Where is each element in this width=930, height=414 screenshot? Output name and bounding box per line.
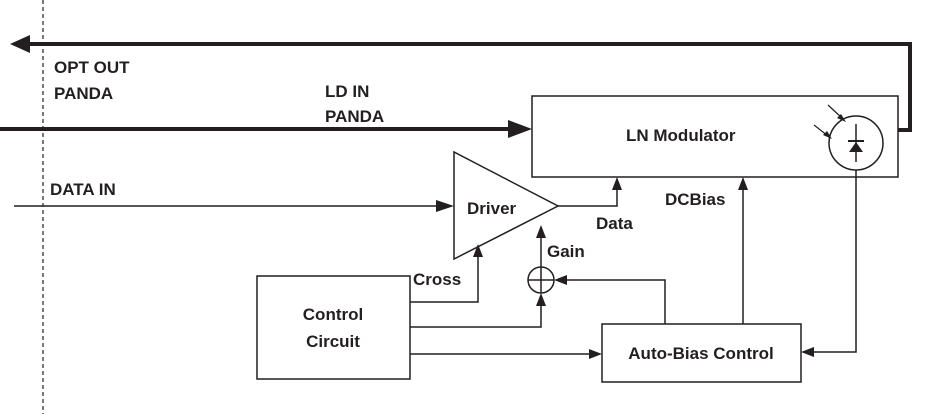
gain-label: Gain [547, 242, 585, 261]
detector-feedback-arrowhead [801, 347, 814, 357]
dcbias-arrowhead [738, 177, 748, 190]
dcbias-label: DCBias [665, 190, 725, 209]
opt-out-label: OPT OUT [54, 58, 130, 77]
summing-junction-icon [527, 266, 555, 294]
ln-modulator-label: LN Modulator [626, 126, 736, 145]
data-in-arrowhead [436, 200, 454, 212]
cross-line [410, 255, 479, 303]
control-circuit-label: Control [303, 305, 363, 324]
driver-output-line [558, 188, 618, 207]
data-in-label: DATA IN [50, 180, 116, 199]
opt-out-sublabel: PANDA [54, 84, 113, 103]
control-to-sum-arrowhead [536, 293, 546, 306]
data-arrowhead [612, 177, 622, 190]
control-to-abc-arrowhead [589, 349, 602, 359]
ld-in-label: LD IN [325, 82, 369, 101]
ld-in-arrowhead [508, 120, 532, 138]
cross-arrowhead [473, 244, 483, 257]
data-label: Data [596, 214, 633, 233]
gain-arrowhead [536, 225, 546, 238]
control-circuit-sublabel: Circuit [306, 332, 360, 351]
auto-bias-control-label: Auto-Bias Control [628, 344, 773, 363]
control-to-sum-line [410, 305, 542, 328]
detector-feedback-line [814, 170, 857, 353]
abc-to-sum-arrowhead [554, 275, 567, 285]
auto-bias-control-box [601, 323, 802, 383]
abc-to-sum-line [566, 279, 666, 324]
driver-amplifier [453, 150, 560, 261]
driver-label: Driver [467, 199, 517, 218]
control-circuit-box [256, 275, 411, 380]
photodiode-icon [813, 104, 884, 171]
ld-in-sublabel: PANDA [325, 107, 384, 126]
opt-out-arrowhead [10, 35, 30, 53]
cross-label: Cross [413, 270, 461, 289]
